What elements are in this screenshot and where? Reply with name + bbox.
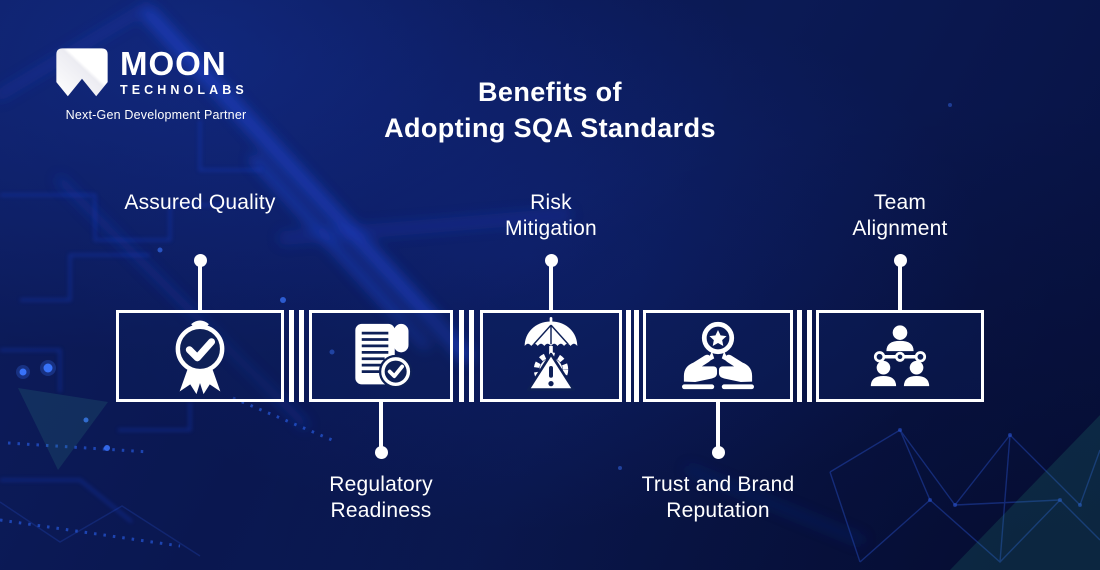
bar-separator (622, 310, 643, 402)
brand-tagline: Next-Gen Development Partner (65, 108, 247, 122)
bar-separator (453, 310, 480, 402)
org-chart-icon (870, 325, 930, 387)
benefit-box-assured-quality (116, 310, 284, 402)
connector-line (549, 261, 553, 310)
connector-line (716, 402, 720, 447)
logo: MOON TECHNOLABS Next-Gen Development Par… (55, 46, 257, 122)
benefit-label-regulatory-readiness: Regulatory Readiness (329, 473, 433, 522)
moon-technolabs-logo-icon (56, 48, 108, 97)
connector-dot (893, 254, 907, 267)
connector-line (898, 261, 902, 310)
connector-dot (711, 446, 725, 459)
benefit-label-team-alignment: Team Alignment (852, 191, 948, 240)
hands-award-icon (682, 321, 754, 390)
document-check-icon (355, 323, 413, 389)
bar-separator (284, 310, 309, 402)
award-check-icon (175, 320, 225, 395)
title-line-2: Adopting SQA Standards (384, 113, 716, 143)
connector-dot (374, 446, 388, 459)
bar-separator (793, 310, 816, 402)
benefit-box-team-alignment (816, 310, 984, 402)
benefit-label-trust-brand: Trust and Brand Reputation (641, 473, 795, 522)
brand-name: MOON (120, 45, 227, 82)
benefit-box-regulatory-readiness (309, 310, 453, 402)
benefit-label-assured-quality: Assured Quality (124, 191, 276, 214)
umbrella-gear-warning-icon (524, 317, 578, 391)
connector-dot (544, 254, 558, 267)
connector-dot (193, 254, 207, 267)
connector-line (198, 261, 202, 310)
connector-line (379, 402, 383, 447)
title-line-1: Benefits of (478, 77, 622, 107)
benefits-bar (116, 310, 984, 402)
benefit-label-risk-mitigation: Risk Mitigation (505, 191, 597, 240)
benefit-box-trust-brand (643, 310, 793, 402)
brand-text: MOON TECHNOLABS (120, 46, 257, 102)
benefit-box-risk-mitigation (480, 310, 622, 402)
page-title: Benefits of Adopting SQA Standards (0, 74, 1100, 146)
brand-suffix: TECHNOLABS (120, 83, 248, 97)
